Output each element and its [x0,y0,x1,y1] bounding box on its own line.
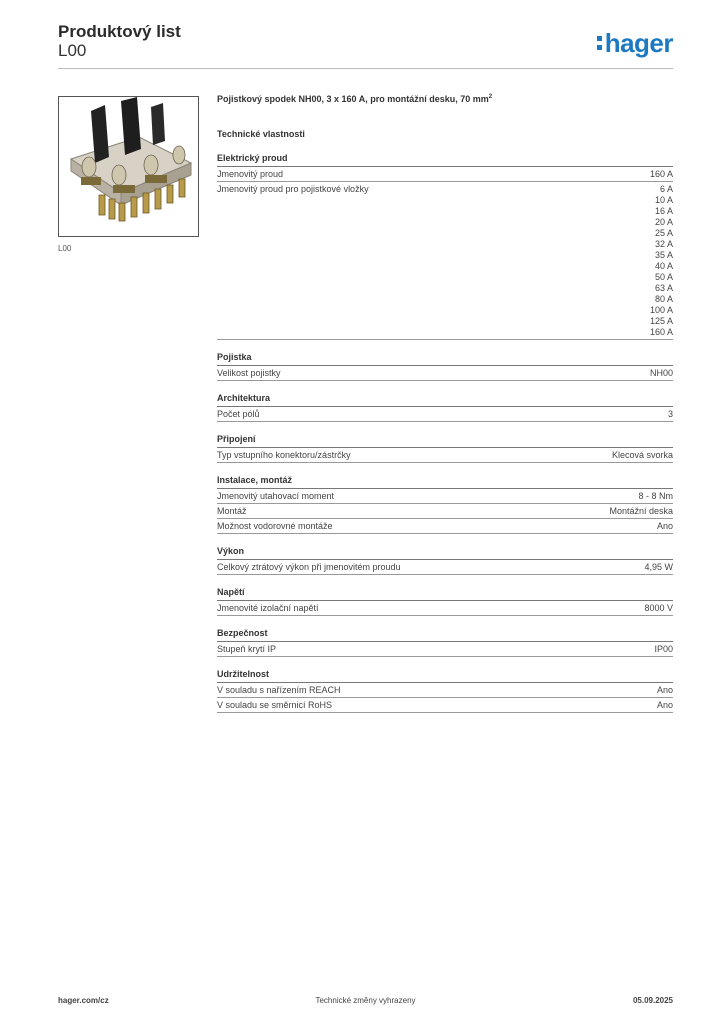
section-title: Udržitelnost [217,669,673,683]
spec-row: Jmenovité izolační napětí 8000 V [217,601,673,616]
product-code: L00 [58,41,87,60]
spec-value: 32 A [654,239,673,249]
spec-row: V souladu se směrnicí RoHS Ano [217,698,673,713]
description-superscript: 2 [488,94,493,100]
section-title: Napětí [217,587,673,601]
spec-value: 100 A [649,305,673,315]
spec-value: Klecová svorka [611,450,673,460]
spec-value: 10 A [654,195,673,205]
spec-value: 16 A [654,206,673,216]
logo-text: hager [604,27,674,58]
spec-label: V souladu se směrnicí RoHS [217,700,333,710]
spec-value: Ano [656,700,673,710]
spec-value: 6 A [659,184,673,194]
spec-row: Možnost vodorovné montáže Ano [217,519,673,534]
product-content: Pojistkový spodek NH00, 3 x 160 A, pro m… [217,94,673,725]
footer-website-link[interactable]: hager.com/cz [58,996,109,1005]
spec-value: 8000 V [644,603,673,613]
spec-value: 160 A [649,327,673,337]
footer-date: 05.09.2025 [632,996,673,1005]
spec-label: Montáž [217,506,247,516]
spec-value: Montážní deska [609,506,673,516]
section-title: Výkon [217,546,673,560]
section-title: Architektura [217,393,673,407]
spec-value: Ano [656,521,673,531]
spec-value: NH00 [649,368,673,378]
section-title: Bezpečnost [217,628,673,642]
spec-value: 20 A [654,217,673,227]
spec-label: Jmenovitý proud [217,169,284,179]
spec-value: 25 A [654,228,673,238]
spec-row: Počet pólů 3 [217,407,673,422]
spec-row: V souladu s nařízením REACH Ano [217,683,673,698]
spec-row: Stupeň krytí IP IP00 [217,642,673,657]
product-description: Pojistkový spodek NH00, 3 x 160 A, pro m… [217,94,673,104]
spec-row: Jmenovitý proud pro pojistkové vložky 6 A… [217,182,673,340]
spec-value: 40 A [654,261,673,271]
spec-label: Jmenovitý proud pro pojistkové vložky [217,184,369,194]
spec-label: Velikost pojistky [217,368,281,378]
product-photo [58,96,199,237]
spec-label: Stupeň krytí IP [217,644,277,654]
spec-value: 4,95 W [644,562,673,572]
spec-value: IP00 [654,644,673,654]
spec-label: Jmenovitý utahovací moment [217,491,335,501]
spec-row: Typ vstupního konektoru/zástrčky Klecová … [217,448,673,463]
spec-value: 50 A [654,272,673,282]
spec-value: 125 A [649,316,673,326]
section-title: Pojistka [217,352,673,366]
spec-section: Udržitelnost V souladu s nařízením REACH A… [217,669,673,713]
section-title: Připojení [217,434,673,448]
footer-note: Technické změny vyhrazeny [315,996,416,1005]
technical-properties-heading: Technické vlastnosti [217,129,305,139]
spec-row: Velikost pojistky NH00 [217,366,673,381]
spec-value: 63 A [654,283,673,293]
section-title: Instalace, montáž [217,475,673,489]
spec-value: 160 A [649,169,673,179]
photo-caption: L00 [58,244,72,253]
logo-dots-icon [596,36,602,50]
spec-row: Celkový ztrátový výkon při jmenovitém pr… [217,560,673,575]
spec-value: 3 [667,409,673,419]
spec-value: Ano [656,685,673,695]
spec-row: Jmenovitý utahovací moment 8 - 8 Nm [217,489,673,504]
fuse-base-image-icon [59,97,198,236]
description-text: Pojistkový spodek NH00, 3 x 160 A, pro m… [217,94,489,104]
spec-value: 35 A [654,250,673,260]
page-header: Produktový list L00 hager [58,20,674,70]
page-title: Produktový list [58,22,181,41]
spec-label: V souladu s nařízením REACH [217,685,341,695]
spec-row: Montáž Montážní deska [217,504,673,519]
header-divider [58,68,673,69]
spec-label: Možnost vodorovné montáže [217,521,333,531]
spec-label: Jmenovité izolační napětí [217,603,319,613]
spec-label: Typ vstupního konektoru/zástrčky [217,450,351,460]
hager-logo: hager [596,27,674,58]
spec-value: 8 - 8 Nm [638,491,673,501]
spec-value: 80 A [654,294,673,304]
spec-row: Jmenovitý proud 160 A [217,167,673,182]
spec-label: Celkový ztrátový výkon při jmenovitém pr… [217,562,401,572]
spec-label: Počet pólů [217,409,260,419]
section-title: Elektrický proud [217,153,673,167]
